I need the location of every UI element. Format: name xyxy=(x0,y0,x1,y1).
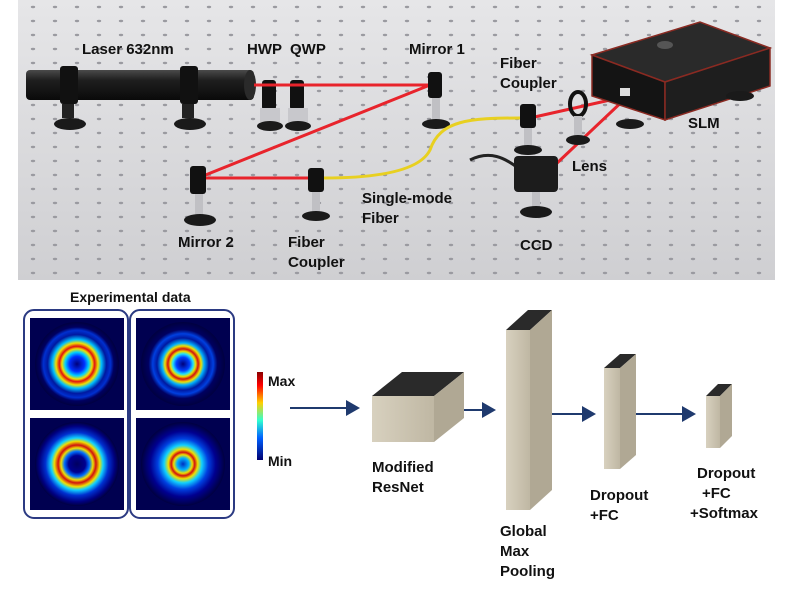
waveplate-mounts xyxy=(257,80,311,131)
slm-device xyxy=(589,21,773,129)
label-single-mode-line1: Single-mode xyxy=(362,190,452,207)
label-dropout2-line1: Dropout xyxy=(697,465,755,482)
label-ccd: CCD xyxy=(520,237,553,254)
single-mode-fiber xyxy=(323,116,521,180)
label-resnet-line1: Modified xyxy=(372,459,434,476)
fiber-coupler-bottom-mount xyxy=(302,168,330,221)
experimental-frame-left xyxy=(23,309,129,519)
network-panel: Experimental data Max Min xyxy=(23,289,759,580)
label-mirror-1: Mirror 1 xyxy=(409,41,465,58)
ccd-camera xyxy=(469,154,558,218)
mirror-1-mount xyxy=(422,72,450,129)
laser-device xyxy=(26,66,256,130)
mode-image-4 xyxy=(136,418,230,510)
optical-setup-panel: Laser 632nm HWP QWP Mirror 1 Fiber Coupl… xyxy=(18,0,775,280)
mode-image-1 xyxy=(30,318,124,410)
label-dropout1-line2: +FC xyxy=(590,507,619,524)
resnet-block xyxy=(372,372,464,442)
label-dropout1-line1: Dropout xyxy=(590,487,648,504)
label-qwp: QWP xyxy=(290,41,326,58)
label-fiber-coupler-top-line2: Coupler xyxy=(500,75,557,92)
label-pooling-line3: Pooling xyxy=(500,563,555,580)
label-mirror-2: Mirror 2 xyxy=(178,234,234,251)
colorbar-min-label: Min xyxy=(268,453,292,469)
mode-image-2 xyxy=(136,318,230,410)
label-pooling-line1: Global xyxy=(500,523,547,540)
label-resnet-line2: ResNet xyxy=(372,479,424,496)
label-hwp: HWP xyxy=(247,41,282,58)
label-lens: Lens xyxy=(572,158,607,175)
label-fiber-coupler-bottom-line2: Coupler xyxy=(288,254,345,271)
label-fiber-coupler-bottom-line1: Fiber xyxy=(288,234,325,251)
label-dropout2-line2: +FC xyxy=(702,485,731,502)
label-slm: SLM xyxy=(688,115,720,132)
mode-image-3 xyxy=(30,418,124,510)
mirror-2-mount xyxy=(184,166,216,226)
dropout-fc-softmax-block xyxy=(706,384,732,448)
label-laser: Laser 632nm xyxy=(82,41,174,58)
pooling-block xyxy=(506,310,552,510)
experimental-data-title: Experimental data xyxy=(70,289,191,305)
dropout-fc-block xyxy=(604,354,636,469)
label-dropout2-line3: +Softmax xyxy=(690,505,759,522)
fiber-coupler-top-mount xyxy=(514,104,542,155)
label-fiber-coupler-top-line1: Fiber xyxy=(500,55,537,72)
lens-mount xyxy=(566,90,590,145)
label-pooling-line2: Max xyxy=(500,543,530,560)
colorbar xyxy=(257,372,263,460)
colorbar-max-label: Max xyxy=(268,373,295,389)
experimental-frame-right xyxy=(129,309,235,519)
label-single-mode-line2: Fiber xyxy=(362,210,399,227)
